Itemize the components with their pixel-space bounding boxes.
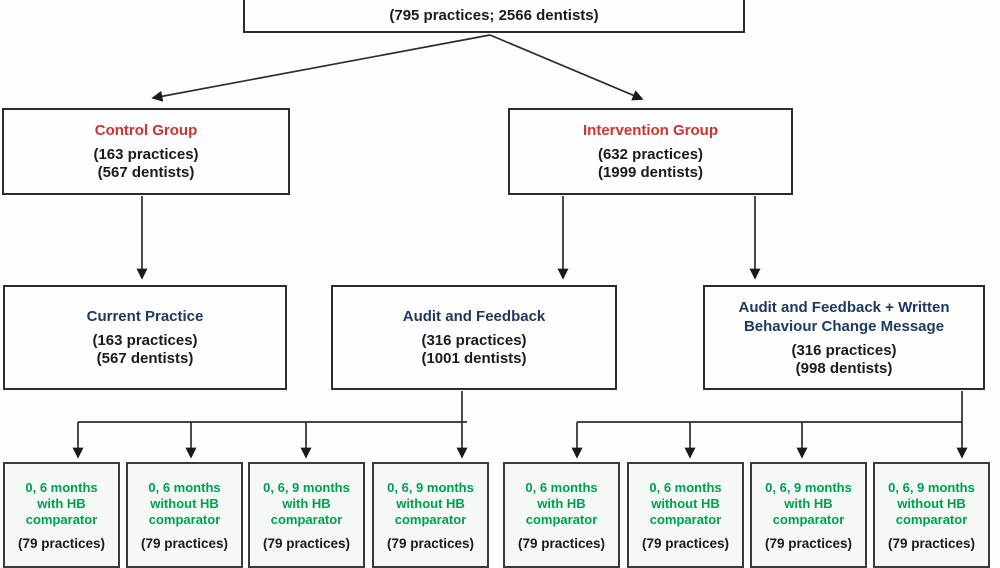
followup-4-line3: comparator: [394, 512, 467, 527]
followup-3-line1: 0, 6, 9 months: [263, 480, 350, 495]
intervention-group-practices: (632 practices): [597, 146, 704, 163]
followup-5-line1: 0, 6 months: [525, 480, 598, 495]
followup-3-line2: with HB: [282, 496, 331, 511]
followup-box-6: 0, 6 months without HB comparator (79 pr…: [627, 462, 744, 568]
followup-6-count: (79 practices): [641, 536, 730, 551]
audit-feedback-written-dentists: (998 dentists): [795, 359, 893, 377]
audit-feedback-practices: (316 practices): [421, 332, 527, 349]
followup-8-line2: without HB: [897, 496, 966, 511]
followup-3-line3: comparator: [270, 512, 343, 527]
followup-box-3: 0, 6, 9 months with HB comparator (79 pr…: [248, 462, 365, 568]
intervention-group-dentists: (1999 dentists): [597, 164, 704, 181]
followup-2-line1: 0, 6 months: [148, 480, 221, 495]
audit-feedback-box: Audit and Feedback (316 practices) (1001…: [331, 285, 617, 390]
followup-4-line2: without HB: [396, 496, 465, 511]
current-practice-title: Current Practice: [86, 308, 204, 325]
intervention-group-box: Intervention Group (632 practices) (1999…: [508, 108, 793, 195]
followup-7-line1: 0, 6, 9 months: [765, 480, 852, 495]
followup-1-count: (79 practices): [17, 536, 106, 551]
control-group-box: Control Group (163 practices) (567 denti…: [2, 108, 290, 195]
followup-1-line3: comparator: [25, 512, 98, 527]
followup-8-count: (79 practices): [887, 536, 976, 551]
followup-box-1: 0, 6 months with HB comparator (79 pract…: [3, 462, 120, 568]
followup-2-line2: without HB: [150, 496, 219, 511]
followup-box-2: 0, 6 months without HB comparator (79 pr…: [126, 462, 243, 568]
followup-1-line1: 0, 6 months: [25, 480, 98, 495]
followup-box-5: 0, 6 months with HB comparator (79 pract…: [503, 462, 620, 568]
followup-3-count: (79 practices): [262, 536, 351, 551]
control-group-practices: (163 practices): [93, 146, 199, 163]
followup-2-line3: comparator: [148, 512, 221, 527]
intervention-group-title: Intervention Group: [583, 122, 718, 139]
followup-6-line1: 0, 6 months: [649, 480, 722, 495]
audit-feedback-dentists: (1001 dentists): [421, 350, 527, 367]
followup-box-8: 0, 6, 9 months without HB comparator (79…: [873, 462, 990, 568]
audit-feedback-written-title: Audit and Feedback + Written Behaviour C…: [738, 298, 950, 335]
followup-6-line3: comparator: [649, 512, 722, 527]
followup-5-line2: with HB: [537, 496, 586, 511]
followup-7-line3: comparator: [772, 512, 845, 527]
control-group-dentists: (567 dentists): [97, 164, 195, 181]
followup-box-7: 0, 6, 9 months with HB comparator (79 pr…: [750, 462, 867, 568]
current-practice-box: Current Practice (163 practices) (567 de…: [3, 285, 287, 390]
followup-8-line1: 0, 6, 9 months: [888, 480, 975, 495]
audit-feedback-title: Audit and Feedback: [402, 308, 546, 325]
followup-6-line2: without HB: [651, 496, 720, 511]
current-practice-practices: (163 practices): [92, 332, 198, 349]
followup-7-count: (79 practices): [764, 536, 853, 551]
control-group-title: Control Group: [94, 122, 198, 139]
followup-2-count: (79 practices): [140, 536, 229, 551]
followup-7-line2: with HB: [784, 496, 833, 511]
root-count: (795 practices; 2566 dentists): [389, 7, 599, 24]
followup-5-count: (79 practices): [517, 536, 606, 551]
audit-feedback-written-box: Audit and Feedback + Written Behaviour C…: [703, 285, 985, 390]
followup-8-line3: comparator: [895, 512, 968, 527]
current-practice-dentists: (567 dentists): [96, 350, 194, 367]
followup-1-line2: with HB: [37, 496, 86, 511]
followup-4-count: (79 practices): [386, 536, 475, 551]
root-box: (795 practices; 2566 dentists): [243, 0, 745, 33]
followup-5-line3: comparator: [525, 512, 598, 527]
followup-4-line1: 0, 6, 9 months: [387, 480, 474, 495]
audit-feedback-written-practices: (316 practices): [791, 341, 897, 359]
followup-box-4: 0, 6, 9 months without HB comparator (79…: [372, 462, 489, 568]
